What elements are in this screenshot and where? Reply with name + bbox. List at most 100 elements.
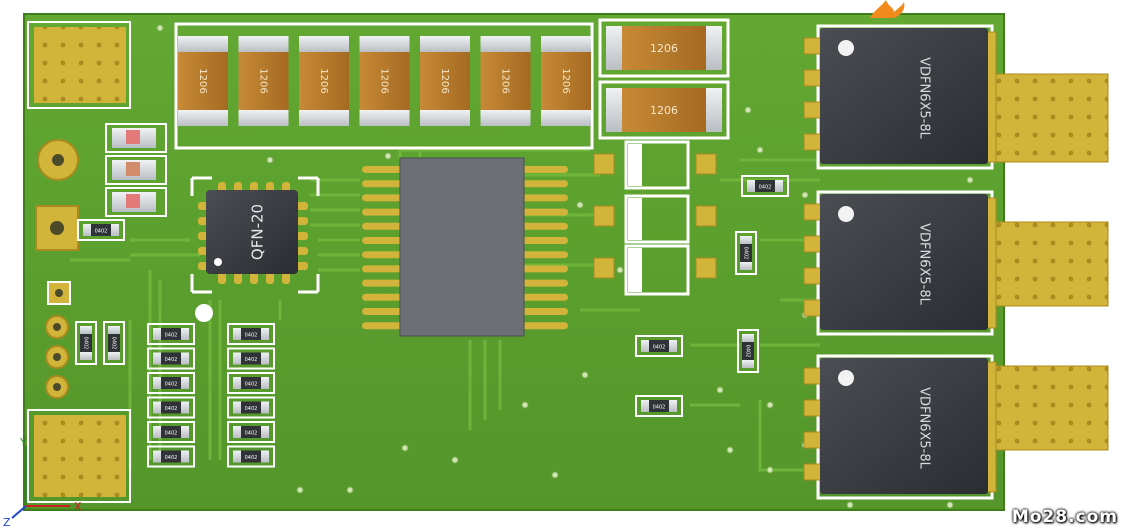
ic-pin bbox=[522, 308, 568, 315]
resistor-label: 0402 bbox=[245, 357, 258, 363]
capacitor-1206: 1206 bbox=[606, 88, 722, 132]
capacitor-1206: 1206 bbox=[238, 36, 289, 126]
ic-pin bbox=[522, 251, 568, 259]
resistor-0402: 0402 bbox=[147, 445, 195, 468]
mosfet-label: VDFN6X5-8L bbox=[917, 223, 932, 306]
led-group bbox=[105, 123, 167, 217]
ic-pin bbox=[362, 194, 402, 202]
ic-pin bbox=[522, 237, 568, 244]
ic-pin bbox=[522, 222, 568, 230]
ic-pin bbox=[522, 293, 568, 301]
capacitor-label: 1206 bbox=[560, 68, 571, 93]
qfn-pin bbox=[296, 217, 308, 225]
resistor-label: 0402 bbox=[653, 405, 666, 411]
resistor-label: 0402 bbox=[165, 333, 178, 339]
resistor-0402: 0402 bbox=[103, 321, 125, 365]
ic-pin bbox=[522, 194, 568, 202]
resistor-0402: 0402 bbox=[77, 219, 125, 241]
mosfet-vdfn: VDFN6X5-8L bbox=[803, 354, 997, 500]
ic-pin bbox=[362, 279, 402, 287]
capacitor-label: 1206 bbox=[197, 68, 208, 93]
resistor-label: 0402 bbox=[83, 337, 89, 350]
capacitor-1206: 1206 bbox=[359, 36, 410, 126]
capacitor-1206: 1206 bbox=[420, 36, 470, 126]
resistor-label: 0402 bbox=[245, 431, 258, 437]
capacitor-1206: 1206 bbox=[541, 36, 591, 126]
qfn-label: QFN-20 bbox=[249, 204, 267, 260]
qfn-pin bbox=[218, 272, 226, 284]
ic-pin bbox=[522, 166, 568, 173]
mosfet-group: VDFN6X5-8L VDFN6X5-8L VDFN6X5-8L bbox=[803, 24, 997, 500]
resistor-label: 0402 bbox=[111, 337, 117, 350]
capacitor-label: 1206 bbox=[439, 68, 450, 93]
qfn-pin bbox=[296, 232, 308, 240]
mosfet-label: VDFN6X5-8L bbox=[917, 57, 932, 140]
resistor-label: 0402 bbox=[245, 382, 258, 388]
connector-pad-bottom-left bbox=[27, 409, 131, 503]
resistor-label: 0402 bbox=[165, 382, 178, 388]
mosfet-label: VDFN6X5-8L bbox=[917, 387, 932, 470]
qfn-pin bbox=[250, 272, 258, 284]
qfn-pin bbox=[234, 272, 242, 284]
ic-pin bbox=[362, 322, 402, 330]
resistor-0402: 0402 bbox=[737, 329, 759, 373]
ic-pin bbox=[522, 208, 568, 216]
resistor-0402: 0402 bbox=[741, 175, 789, 197]
ic-pin bbox=[362, 208, 402, 216]
resistor-group-0402: 0402 0402 0402 0402 0402 0402 0402 0402 0402 0402… bbox=[75, 175, 789, 468]
capacitor-label: 1206 bbox=[650, 42, 678, 55]
tssop-chip bbox=[362, 157, 568, 337]
mounting-holes bbox=[35, 139, 213, 399]
connector-pad-top-left bbox=[27, 21, 131, 109]
ic-pin bbox=[522, 322, 568, 330]
qfn-pin bbox=[296, 202, 308, 210]
resistor-label: 0402 bbox=[745, 345, 751, 358]
ic-pin bbox=[522, 180, 568, 188]
axis-z-label: Z bbox=[3, 516, 11, 529]
qfn-chip: QFN-20 bbox=[190, 176, 320, 294]
flame-logo-icon bbox=[870, 0, 905, 18]
capacitor-label: 1206 bbox=[650, 104, 678, 117]
ic-pin bbox=[362, 308, 402, 315]
capacitor-pair-1206: 1206 1206 bbox=[598, 18, 730, 140]
resistor-label: 0402 bbox=[165, 406, 178, 412]
capacitor-1206: 1206 bbox=[606, 26, 722, 70]
resistor-0402: 0402 bbox=[635, 395, 683, 417]
resistor-label: 0402 bbox=[245, 333, 258, 339]
resistor-label: 0402 bbox=[165, 431, 178, 437]
ic-pin bbox=[362, 166, 402, 173]
ic-pin bbox=[362, 180, 402, 188]
resistor-0402: 0402 bbox=[735, 231, 757, 275]
qfn-pin bbox=[282, 272, 290, 284]
capacitor-1206: 1206 bbox=[480, 36, 531, 126]
qfn-pin bbox=[266, 272, 274, 284]
resistor-0402: 0402 bbox=[227, 445, 275, 468]
resistor-label: 0402 bbox=[165, 455, 178, 461]
capacitor-label: 1206 bbox=[318, 68, 329, 93]
resistor-0402: 0402 bbox=[227, 372, 275, 394]
ic-pin bbox=[522, 279, 568, 287]
axis-x-label: X bbox=[74, 500, 82, 513]
ic-pin bbox=[362, 222, 402, 230]
resistor-label: 0402 bbox=[245, 455, 258, 461]
qfn-pin bbox=[296, 247, 308, 255]
capacitor-1206: 1206 bbox=[299, 36, 349, 126]
capacitor-1206: 1206 bbox=[178, 36, 228, 126]
ic-pin bbox=[362, 251, 402, 259]
mosfet-vdfn: VDFN6X5-8L bbox=[803, 24, 997, 170]
resistor-0402: 0402 bbox=[227, 347, 275, 370]
resistor-0402: 0402 bbox=[227, 396, 275, 419]
resistor-label: 0402 bbox=[743, 247, 749, 260]
watermark-text: Mo28.com bbox=[1011, 507, 1118, 527]
ic-pin bbox=[362, 265, 402, 273]
resistor-label: 0402 bbox=[245, 406, 258, 412]
capacitor-label: 1206 bbox=[500, 68, 511, 93]
qfn-pin bbox=[296, 262, 308, 270]
resistor-label: 0402 bbox=[653, 345, 666, 351]
capacitor-label: 1206 bbox=[258, 68, 269, 93]
connector-pads-right bbox=[995, 73, 1109, 451]
resistor-label: 0402 bbox=[165, 357, 178, 363]
axis-y-label: Y bbox=[19, 436, 27, 449]
resistor-label: 0402 bbox=[759, 185, 772, 191]
